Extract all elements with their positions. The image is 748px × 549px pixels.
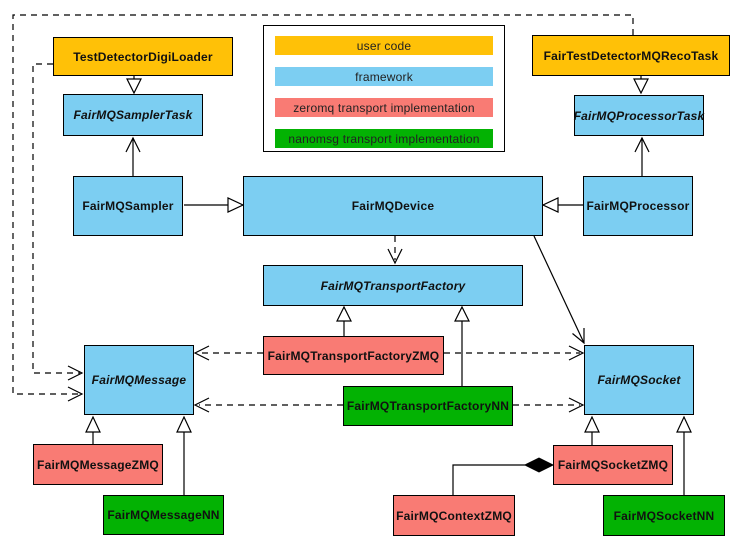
edge-messagenn-message xyxy=(176,415,192,495)
node-fairtestdetectormqrecotask: FairTestDetectorMQRecoTask xyxy=(532,35,730,76)
node-testdetectordigiloader: TestDetectorDigiLoader xyxy=(53,37,233,76)
edge-recotask-message xyxy=(12,14,634,402)
node-fairmqprocessor: FairMQProcessor xyxy=(583,176,693,236)
edge-factorynn-message xyxy=(193,397,343,413)
edge-device-transportfactory xyxy=(387,236,403,265)
edge-messagezmq-message xyxy=(85,415,101,444)
node-fairmqsocketnn: FairMQSocketNN xyxy=(603,495,725,536)
edge-processor-device xyxy=(541,197,583,213)
node-fairmqsocketzmq: FairMQSocketZMQ xyxy=(553,445,673,485)
edge-digiloader-samplertask xyxy=(126,76,142,95)
edge-recotask-processortask xyxy=(633,76,649,95)
edge-factorynn-transportfactory xyxy=(454,305,470,386)
node-fairmqtransportfactory: FairMQTransportFactory xyxy=(263,265,523,306)
node-fairmqsamplertask: FairMQSamplerTask xyxy=(63,94,203,136)
node-fairmqtransportfactoryzmq: FairMQTransportFactoryZMQ xyxy=(263,336,444,375)
legend-item-zeromq: zeromq transport implementation xyxy=(275,98,493,117)
node-fairmqtransportfactorynn: FairMQTransportFactoryNN xyxy=(343,386,513,426)
node-fairmqmessage: FairMQMessage xyxy=(84,345,194,415)
edge-sampler-device xyxy=(184,197,245,213)
edge-sampler-samplertask xyxy=(125,136,141,176)
edge-factoryzmq-socket xyxy=(444,345,585,361)
node-fairmqmessagezmq: FairMQMessageZMQ xyxy=(33,444,163,485)
edge-socketzmq-socket xyxy=(584,415,600,445)
node-fairmqsocket: FairMQSocket xyxy=(584,345,694,415)
edge-factoryzmq-message xyxy=(193,345,263,361)
legend-item-user-code: user code xyxy=(275,36,493,55)
node-fairmqprocessortask: FairMQProcessorTask xyxy=(574,95,704,136)
edge-contextzmq-socketzmq xyxy=(452,457,555,495)
node-fairmqsampler: FairMQSampler xyxy=(73,176,183,236)
edge-factorynn-socket xyxy=(513,397,585,413)
node-fairmqcontextzmq: FairMQContextZMQ xyxy=(393,495,515,536)
edge-processor-processortask xyxy=(634,136,650,176)
legend-item-framework: framework xyxy=(275,67,493,86)
legend-item-nanomsg: nanomsg transport implementation xyxy=(275,129,493,148)
edge-factoryzmq-transportfactory xyxy=(336,305,352,336)
edge-device-socket xyxy=(533,235,585,345)
node-fairmqmessagenn: FairMQMessageNN xyxy=(103,495,224,535)
edge-socketnn-socket xyxy=(676,415,692,495)
legend: user code framework zeromq transport imp… xyxy=(263,25,505,152)
node-fairmqdevice: FairMQDevice xyxy=(243,176,543,236)
edge-digiloader-message xyxy=(32,63,84,381)
